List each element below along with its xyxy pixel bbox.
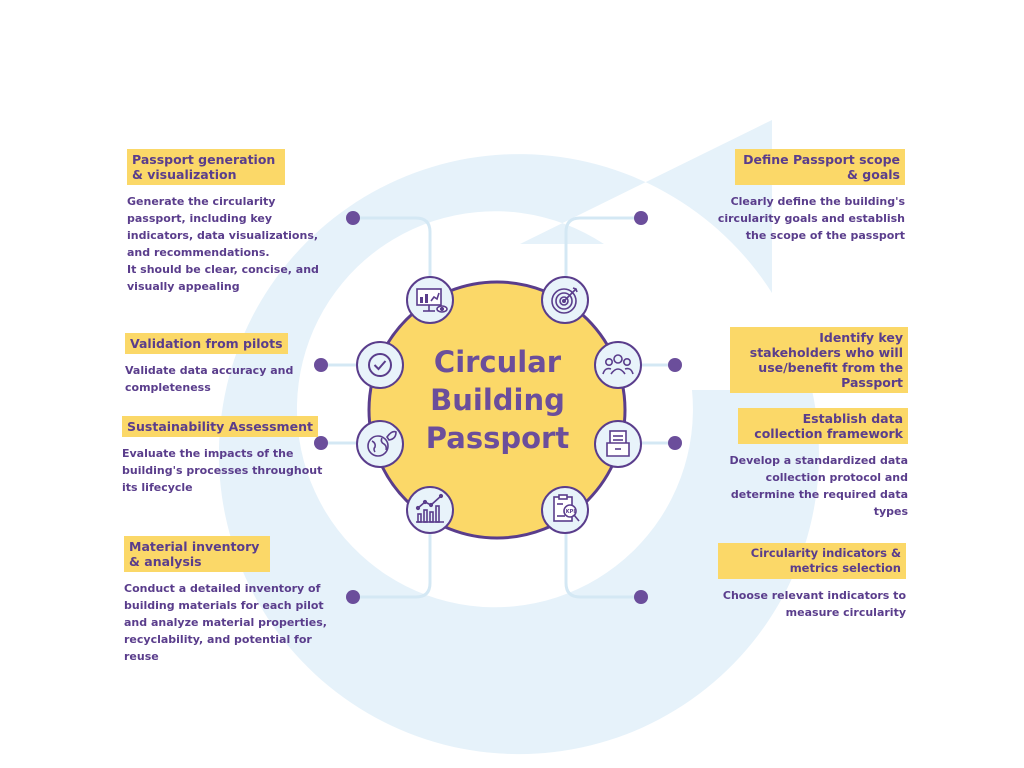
step-description: Generate the circularity passport, inclu… [127,195,319,293]
step-description: Evaluate the impacts of the building's p… [122,447,323,494]
globe-leaf-icon [356,420,404,468]
step-define-scope: Define Passport scope & goals Clearly de… [700,149,905,244]
step-description: Clearly define the building's circularit… [717,195,905,242]
step-stakeholders: Identify key stakeholders who will use/b… [700,327,908,393]
step-description: Develop a standardized data collection p… [729,454,908,518]
connectors [321,216,675,599]
target-icon [541,276,589,324]
documents-folder-icon [594,420,642,468]
step-material-inventory: Material inventory & analysis Conduct a … [124,536,334,665]
presentation-chart-icon [406,276,454,324]
step-indicators: Circularity indicators & metrics selecti… [700,543,906,621]
step-label: Identify key stakeholders who will use/b… [730,327,908,393]
step-label: Material inventory & analysis [124,536,270,572]
growth-chart-icon [406,486,454,534]
step-label: Circularity indicators & metrics selecti… [718,543,906,579]
step-label: Define Passport scope & goals [735,149,905,185]
step-description: Validate data accuracy and completeness [125,364,294,394]
step-description: Conduct a detailed inventory of building… [124,582,327,663]
step-label: Passport generation & visualization [127,149,285,185]
people-group-icon [594,341,642,389]
step-data-framework: Establish data collection framework Deve… [700,408,908,520]
svg-text:KPI: KPI [566,509,576,515]
center-title: Circular Building Passport [425,345,570,455]
center-disc [367,280,627,540]
connector-dots [314,211,682,604]
checkmark-icon [356,341,404,389]
kpi-report-icon: KPI [541,486,589,534]
step-description: Choose relevant indicators to measure ci… [722,589,906,619]
step-passport-generation: Passport generation & visualization Gene… [127,149,327,295]
step-label: Sustainability Assessment [122,416,318,437]
step-sustainability: Sustainability Assessment Evaluate the i… [122,416,332,496]
step-validation: Validation from pilots Validate data acc… [125,333,325,396]
step-label: Establish data collection framework [738,408,908,444]
step-label: Validation from pilots [125,333,288,354]
